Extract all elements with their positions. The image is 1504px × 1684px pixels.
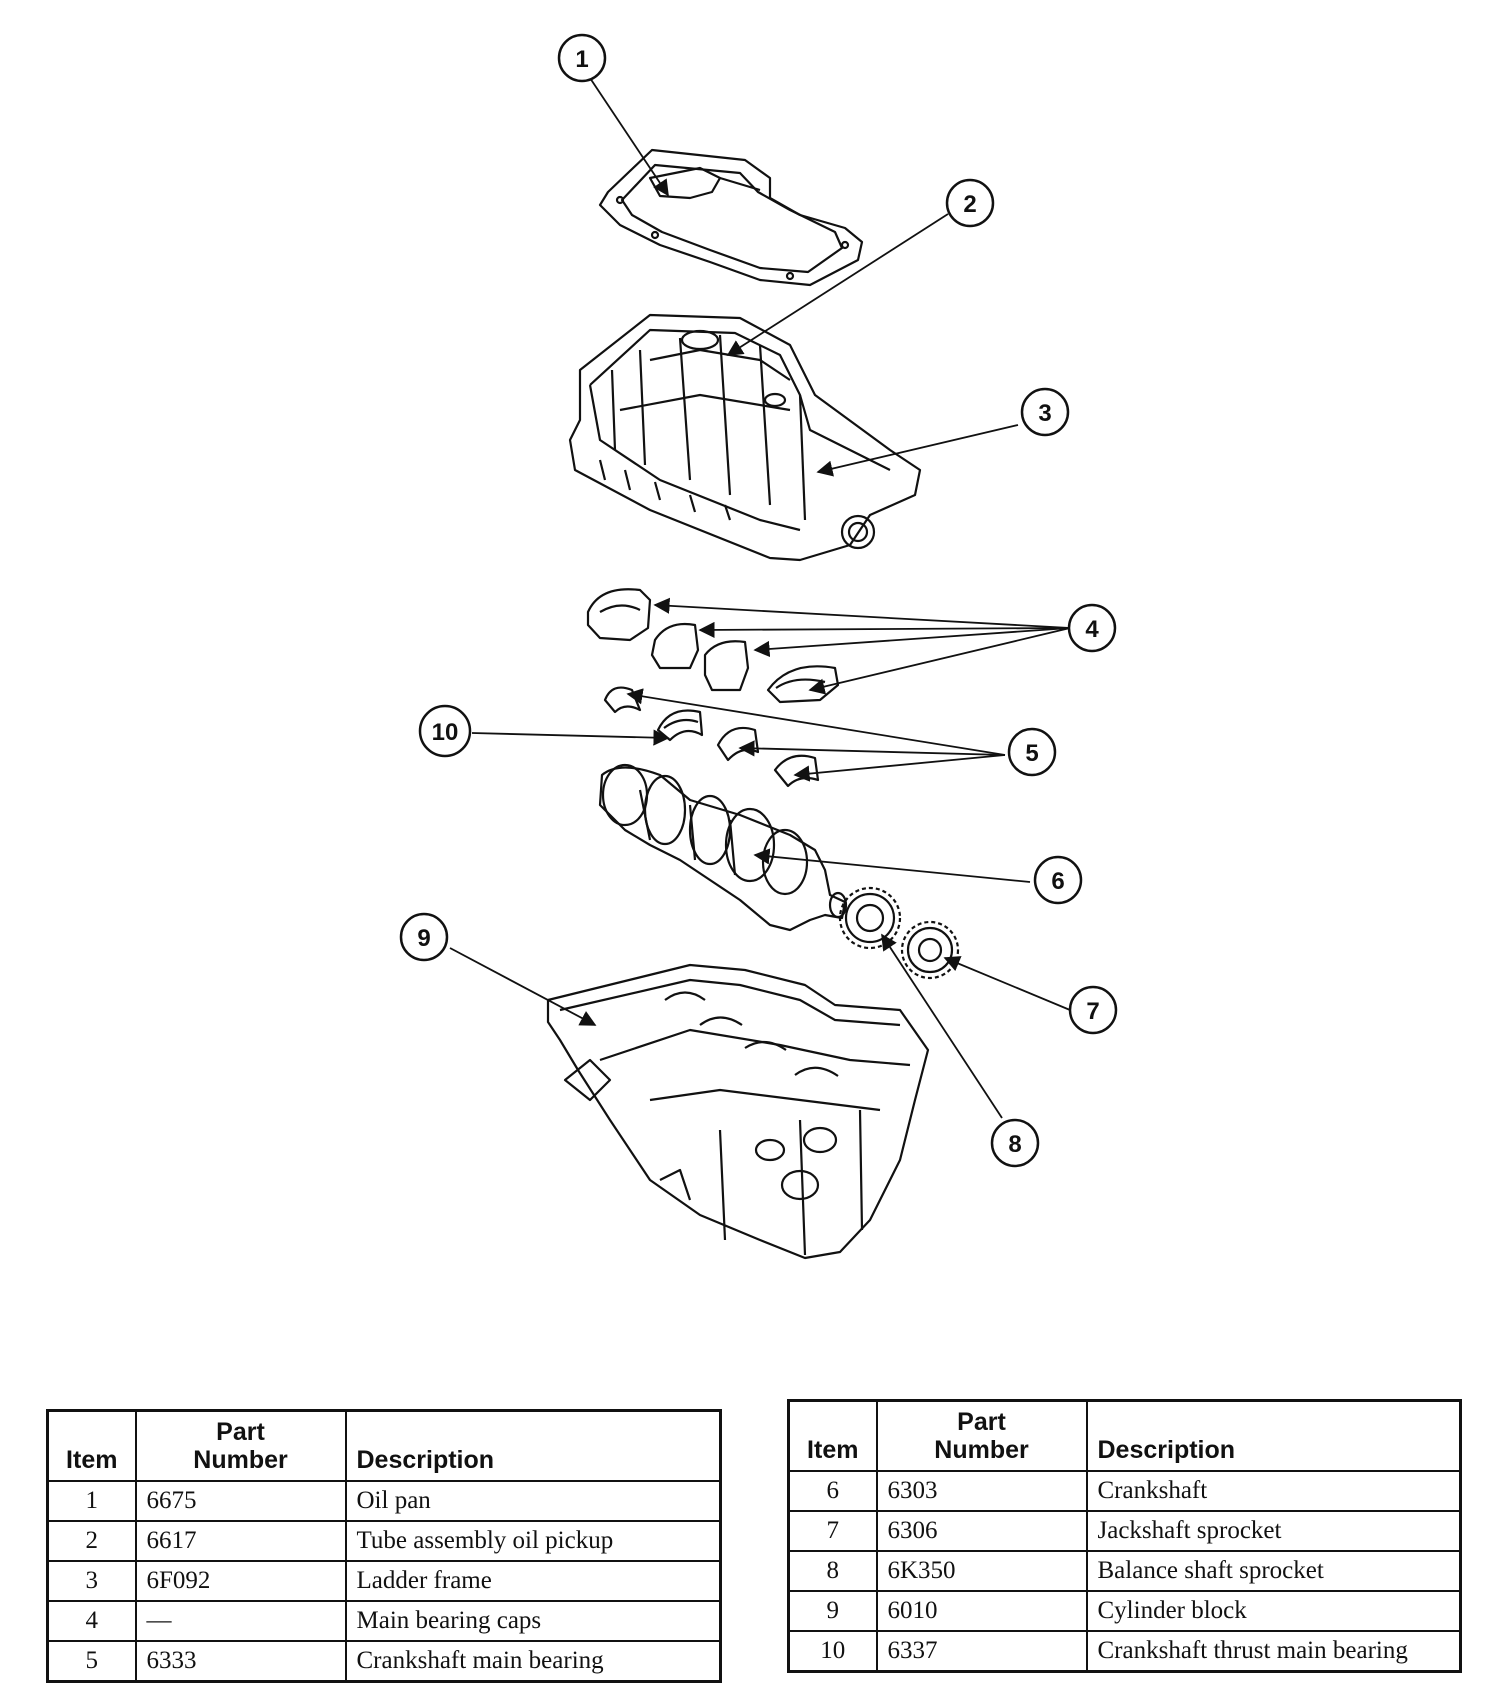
callout-1: 1 (557, 33, 607, 83)
callout-8: 8 (990, 1118, 1040, 1168)
jackshaft-sprocket-drawing (900, 920, 960, 980)
item-cell: 4 (46, 1599, 137, 1642)
item-cell: 7 (787, 1509, 878, 1552)
leader-line-5b (738, 740, 1006, 757)
leader-line-4c (753, 627, 1071, 658)
svg-text:10: 10 (432, 719, 459, 746)
callout-3: 3 (1020, 387, 1070, 437)
part-number-cell: 6617 (134, 1519, 347, 1562)
leader-line-4b (698, 621, 1071, 639)
part-number-cell: 6337 (875, 1629, 1088, 1672)
leader-line-2 (726, 213, 949, 356)
svg-text:4: 4 (1085, 616, 1099, 643)
callout-5: 5 (1007, 727, 1057, 777)
description-cell: Crankshaft (1085, 1469, 1462, 1512)
description-cell: Jackshaft sprocket (1085, 1509, 1462, 1552)
svg-text:6: 6 (1051, 868, 1064, 895)
table-row: 4 — Main bearing caps (46, 1599, 722, 1642)
svg-text:3: 3 (1038, 400, 1051, 427)
table-row: 2 6617 Tube assembly oil pickup (46, 1519, 722, 1562)
main-bearing-shells-drawing (603, 686, 820, 788)
header-part-line2: Number (934, 1435, 1029, 1464)
header-part-number: Part Number (875, 1399, 1088, 1472)
leader-line-3 (816, 424, 1019, 477)
part-number-cell: 6K350 (875, 1549, 1088, 1592)
description-cell: Crankshaft main bearing (344, 1639, 722, 1682)
header-item: Item (46, 1409, 137, 1482)
item-cell: 6 (787, 1469, 878, 1512)
description-cell: Tube assembly oil pickup (344, 1519, 722, 1562)
header-part-line1: Part (216, 1417, 265, 1446)
item-cell: 5 (46, 1639, 137, 1682)
description-cell: Balance shaft sprocket (1085, 1549, 1462, 1592)
callout-2: 2 (945, 178, 995, 228)
ladder-frame-drawing (568, 313, 922, 562)
header-description: Description (344, 1409, 722, 1482)
exploded-engine-diagram: 1 2 3 4 5 6 7 8 9 10 (399, 33, 1118, 1260)
leader-line-10 (471, 729, 670, 746)
leader-line-4a (653, 597, 1071, 629)
part-number-cell: — (134, 1599, 347, 1642)
leader-line-1 (589, 77, 669, 197)
header-part-number: Part Number (134, 1409, 347, 1482)
callout-9: 9 (399, 912, 449, 962)
item-cell: 2 (46, 1519, 137, 1562)
table-row: 9 6010 Cylinder block (787, 1589, 1462, 1632)
leader-line-8 (881, 933, 1003, 1119)
description-cell: Main bearing caps (344, 1599, 722, 1642)
table-header-row: Item Part Number Description (787, 1399, 1462, 1472)
leader-line-7 (943, 956, 1071, 1011)
item-cell: 3 (46, 1559, 137, 1602)
svg-text:9: 9 (417, 925, 430, 952)
part-number-cell: 6303 (875, 1469, 1088, 1512)
table-row: 7 6306 Jackshaft sprocket (787, 1509, 1462, 1552)
leader-line-5c (793, 754, 1006, 782)
description-cell: Ladder frame (344, 1559, 722, 1602)
svg-text:5: 5 (1025, 740, 1038, 767)
table-row: 8 6K350 Balance shaft sprocket (787, 1549, 1462, 1592)
description-cell: Crankshaft thrust main bearing (1085, 1629, 1462, 1672)
cylinder-block-drawing (546, 963, 930, 1260)
balance-shaft-sprocket-drawing (838, 886, 902, 950)
item-cell: 8 (787, 1549, 878, 1592)
table-row: 1 6675 Oil pan (46, 1479, 722, 1522)
table-header-row: Item Part Number Description (46, 1409, 722, 1482)
svg-text:8: 8 (1008, 1131, 1021, 1158)
main-bearing-caps-drawing (586, 588, 840, 704)
svg-text:2: 2 (963, 191, 976, 218)
leader-line-9 (449, 947, 597, 1026)
table-row: 10 6337 Crankshaft thrust main bearing (787, 1629, 1462, 1672)
item-cell: 1 (46, 1479, 137, 1522)
header-description: Description (1085, 1399, 1462, 1472)
header-part-line2: Number (193, 1445, 288, 1474)
crankshaft-drawing (598, 763, 848, 932)
description-cell: Cylinder block (1085, 1589, 1462, 1632)
description-cell: Oil pan (344, 1479, 722, 1522)
parts-table-right: Item Part Number Description 6 6303 Cran… (787, 1399, 1462, 1673)
oil-pan-drawing (598, 148, 864, 287)
leader-line-6 (753, 848, 1031, 883)
table-row: 3 6F092 Ladder frame (46, 1559, 722, 1602)
part-number-cell: 6675 (134, 1479, 347, 1522)
item-cell: 10 (787, 1629, 878, 1672)
callout-7: 7 (1068, 985, 1118, 1035)
item-cell: 9 (787, 1589, 878, 1632)
callout-10: 10 (418, 704, 472, 758)
callout-4: 4 (1067, 603, 1117, 653)
header-item: Item (787, 1399, 878, 1472)
svg-text:7: 7 (1086, 998, 1099, 1025)
parts-table-left: Item Part Number Description 1 6675 Oil … (46, 1409, 722, 1683)
leader-line-5a (626, 688, 1006, 756)
callout-6: 6 (1033, 855, 1083, 905)
table-row: 6 6303 Crankshaft (787, 1469, 1462, 1512)
part-number-cell: 6333 (134, 1639, 347, 1682)
svg-text:1: 1 (575, 46, 588, 73)
part-number-cell: 6F092 (134, 1559, 347, 1602)
header-part-line1: Part (957, 1407, 1006, 1436)
part-number-cell: 6306 (875, 1509, 1088, 1552)
leader-line-4d (808, 627, 1071, 695)
part-number-cell: 6010 (875, 1589, 1088, 1632)
table-row: 5 6333 Crankshaft main bearing (46, 1639, 722, 1682)
